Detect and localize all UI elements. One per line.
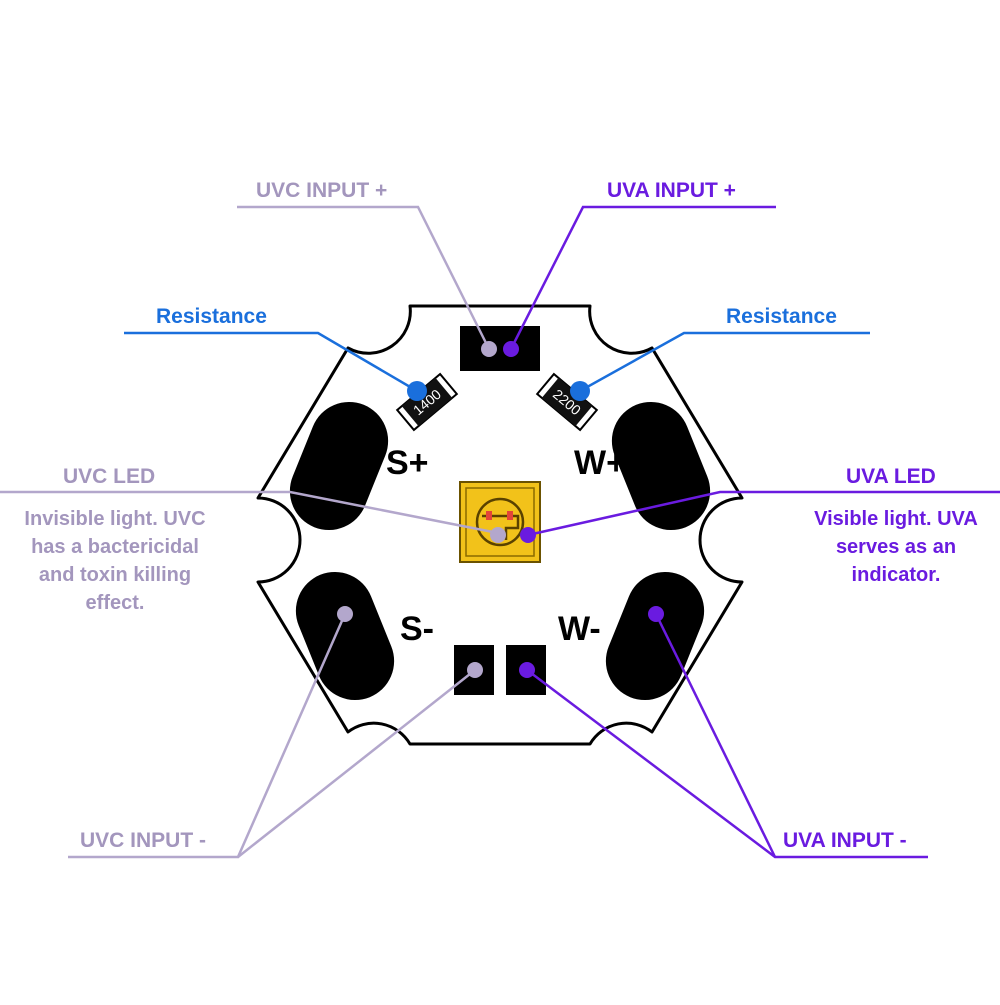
dot-uvc-input-plus	[481, 341, 497, 357]
label-uva-led: UVA LED	[846, 465, 936, 488]
uva-description-line: indicator.	[852, 564, 941, 586]
leader-uvc-input-plus	[237, 205, 491, 350]
uvc-description-line: Invisible light. UVC	[24, 508, 205, 530]
led-chip	[459, 481, 541, 563]
uvc-description: Invisible light. UVC has a bactericidal …	[24, 508, 205, 614]
uvc-description-line: and toxin killing	[39, 564, 191, 586]
leader-resistance-left	[124, 331, 418, 393]
dot-resistance-left	[407, 381, 427, 401]
uvc-description-line: has a bactericidal	[31, 536, 199, 558]
leader-uvc-led	[0, 490, 499, 535]
uvc-description-line: effect.	[86, 592, 145, 614]
pad-top-input	[460, 326, 540, 371]
leader-uva-led	[527, 490, 1000, 537]
dot-uva-pad-minus	[648, 606, 664, 622]
pad-w-plus	[611, 401, 711, 531]
dot-uva-input-plus	[503, 341, 519, 357]
dot-uva-input-minus	[519, 662, 535, 678]
leader-uva-input-plus	[509, 205, 776, 350]
label-uva-input-minus: UVA INPUT -	[783, 829, 907, 852]
uva-description: Visible light. UVA serves as an indicato…	[814, 508, 978, 586]
label-s-minus: S-	[400, 610, 434, 648]
leader-uvc-input-minus-b	[237, 669, 476, 858]
leader-resistance-right	[579, 331, 870, 393]
label-resistance-left: Resistance	[156, 305, 267, 328]
label-uva-input-plus: UVA INPUT +	[607, 179, 736, 202]
label-uvc-input-minus: UVC INPUT -	[80, 829, 206, 852]
label-uvc-led: UVC LED	[63, 465, 155, 488]
label-s-plus: S+	[386, 444, 429, 482]
dot-resistance-right	[570, 381, 590, 401]
resistor-right: 2200	[535, 372, 599, 432]
dot-uvc-pad-minus	[337, 606, 353, 622]
label-uvc-input-plus: UVC INPUT +	[256, 179, 387, 202]
leader-uva-input-minus-b	[654, 613, 777, 858]
dot-uva-led	[520, 527, 536, 543]
dot-uvc-input-minus	[467, 662, 483, 678]
label-resistance-right: Resistance	[726, 305, 837, 328]
label-w-plus: W+	[574, 444, 626, 482]
label-w-minus: W-	[558, 610, 601, 648]
pad-w-minus	[605, 571, 705, 701]
uva-description-line: Visible light. UVA	[814, 508, 978, 530]
uva-description-line: serves as an	[836, 536, 956, 558]
dot-uvc-led	[490, 527, 506, 543]
